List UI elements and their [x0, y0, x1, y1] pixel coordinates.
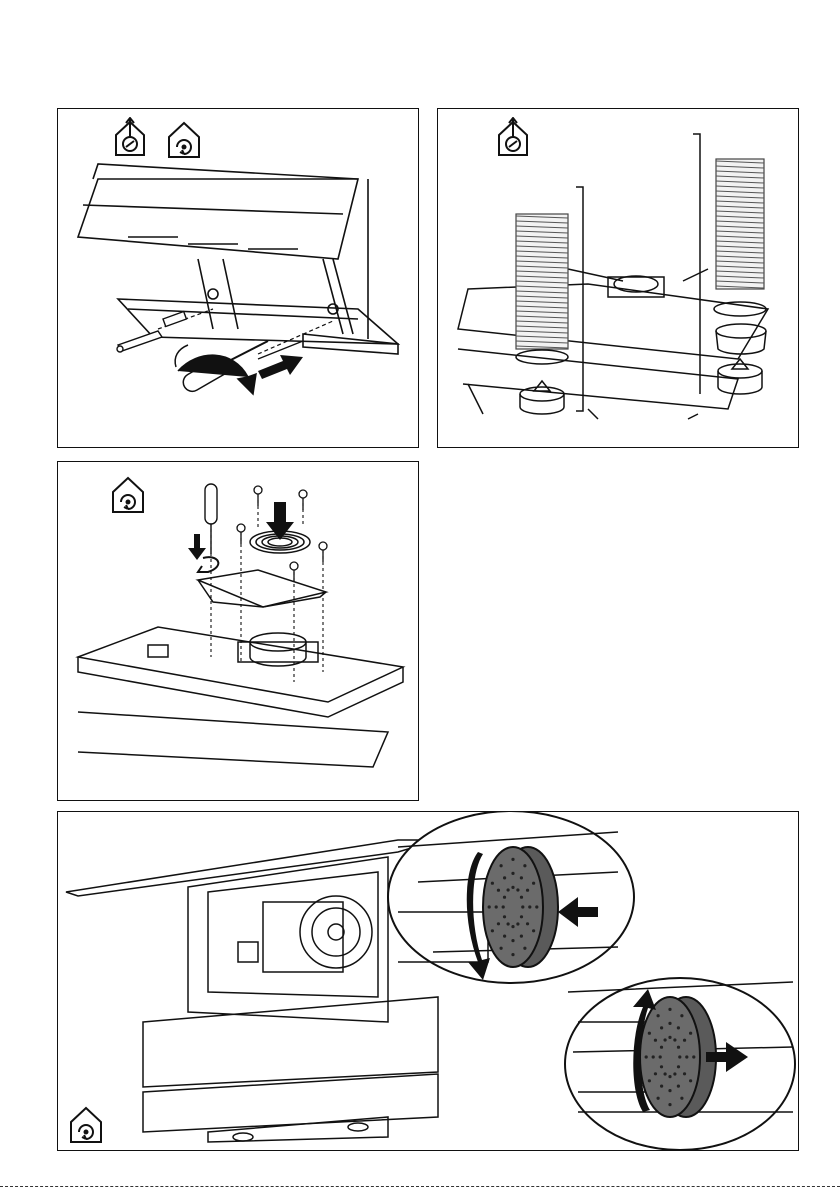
filter-hole [507, 922, 510, 925]
filter-hole [526, 922, 529, 925]
filter-hole [673, 1072, 676, 1075]
filter-hole [497, 922, 500, 925]
filter-hole [673, 1038, 676, 1041]
filter-hole [677, 1046, 680, 1049]
filter-hole [497, 889, 500, 892]
filter-hole [668, 1103, 671, 1106]
page-footer-rule [0, 1186, 840, 1187]
grille-illustration [58, 462, 419, 801]
filter-hole [680, 1014, 683, 1017]
turn-arrow-icon [198, 557, 218, 572]
carbon-filter-bottom [640, 997, 716, 1117]
filter-hole [511, 953, 514, 956]
filter-hole [503, 896, 506, 899]
filter-hole [520, 934, 523, 937]
filter-hole [500, 947, 503, 950]
filter-hole [677, 1026, 680, 1029]
flexible-hose-right [716, 159, 764, 289]
filter-hole [668, 1008, 671, 1011]
bracket-illustration [58, 109, 419, 448]
filter-hole [520, 896, 523, 899]
filter-hole [660, 1046, 663, 1049]
filter-hole [511, 872, 514, 875]
filter-hole [660, 1065, 663, 1068]
duct-hose-illustration [438, 109, 799, 448]
filter-hole [660, 1084, 663, 1087]
filter-hole [645, 1055, 648, 1058]
filter-illustration [58, 812, 799, 1151]
filter-hole [511, 886, 514, 889]
filter-hole [523, 947, 526, 950]
filter-hole [507, 888, 510, 891]
panel-mounting-bracket [57, 108, 419, 448]
filter-hole [689, 1032, 692, 1035]
filter-hole [664, 1038, 667, 1041]
filter-hole [491, 882, 494, 885]
filter-hole [689, 1079, 692, 1082]
filter-hole [503, 934, 506, 937]
filter-hole [654, 1072, 657, 1075]
filter-hole [677, 1065, 680, 1068]
filter-hole [648, 1032, 651, 1035]
filter-hole [535, 905, 538, 908]
filter-hole [516, 922, 519, 925]
screwdriver [205, 484, 217, 554]
filter-hole [523, 864, 526, 867]
filter-hole [685, 1055, 688, 1058]
filter-hole [657, 1097, 660, 1100]
filter-hole [683, 1039, 686, 1042]
filter-hole [511, 939, 514, 942]
filter-hole [668, 1075, 671, 1078]
filter-hole [664, 1072, 667, 1075]
panel-deflector-grille [57, 461, 419, 801]
filter-hole [495, 905, 498, 908]
filter-hole [678, 1055, 681, 1058]
filter-hole [528, 905, 531, 908]
filter-hole [491, 929, 494, 932]
filter-hole [668, 1022, 671, 1025]
filter-hole [520, 876, 523, 879]
filter-hole [511, 858, 514, 861]
filter-hole [532, 882, 535, 885]
filter-hole [659, 1055, 662, 1058]
filter-hole [526, 889, 529, 892]
filter-hole [668, 1036, 671, 1039]
filter-hole [520, 915, 523, 918]
filter-hole [680, 1097, 683, 1100]
screw-down-arrow-icon [188, 534, 206, 560]
panel-carbon-filter [57, 811, 799, 1151]
filter-hole [500, 864, 503, 867]
panel-duct-hose [437, 108, 799, 448]
push-arrow-icon [258, 355, 303, 379]
filter-hole [511, 925, 514, 928]
filter-hole [668, 1089, 671, 1092]
filter-hole [652, 1055, 655, 1058]
filter-hole [532, 929, 535, 932]
filter-hole [502, 905, 505, 908]
filter-hole [488, 905, 491, 908]
filter-hole [683, 1072, 686, 1075]
filter-hole [503, 915, 506, 918]
filter-hole [654, 1039, 657, 1042]
filter-hole [516, 888, 519, 891]
filter-hole [657, 1014, 660, 1017]
filter-hole [692, 1055, 695, 1058]
filter-hole [648, 1079, 651, 1082]
filter-hole [660, 1026, 663, 1029]
filter-hole [521, 905, 524, 908]
filter-hole [677, 1084, 680, 1087]
filter-hole [503, 876, 506, 879]
carbon-filter-top [483, 847, 558, 967]
